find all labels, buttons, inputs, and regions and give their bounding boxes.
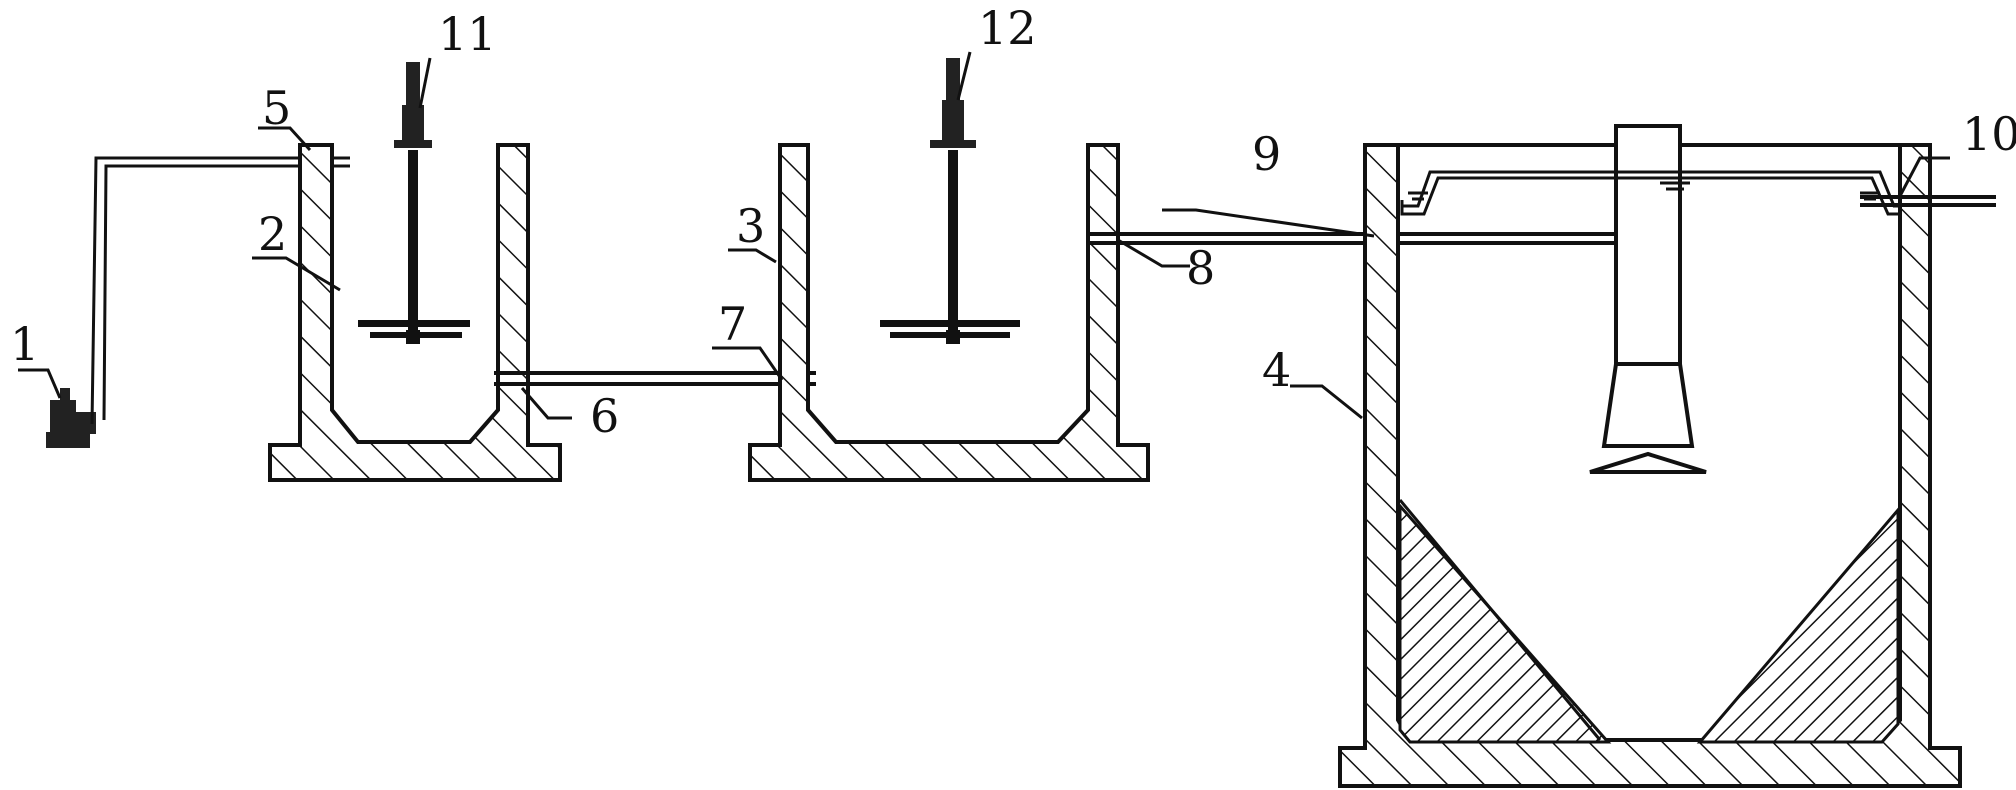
outlet-pipe [1860,195,1996,207]
inlet-pipe [90,156,350,425]
connecting-pipe [494,371,816,386]
feed-pipe [1088,232,1624,245]
leader-lines [18,51,1950,420]
label-mixer-b: 12 [978,1,1037,55]
label-pipe-7: 7 [718,297,747,351]
label-tank-a: 2 [258,207,287,261]
tank-a [268,143,562,482]
tank-c [1338,143,1962,788]
label-tank-b: 3 [736,199,765,253]
label-pump: 1 [10,317,39,371]
central-well [1589,124,1707,474]
label-mixer-a: 11 [438,7,497,61]
mixer-b [880,58,1020,344]
label-inlet-pipe: 5 [262,81,291,135]
label-tank-c: 4 [1262,343,1291,397]
tank-b [748,143,1150,482]
submersible-pump [46,388,96,448]
label-pipe-8: 8 [1186,241,1215,295]
label-pipe-9: 9 [1252,127,1281,181]
label-outlet: 10 [1962,107,2016,161]
label-pipe-6: 6 [590,389,619,443]
mixer-a [358,62,470,344]
